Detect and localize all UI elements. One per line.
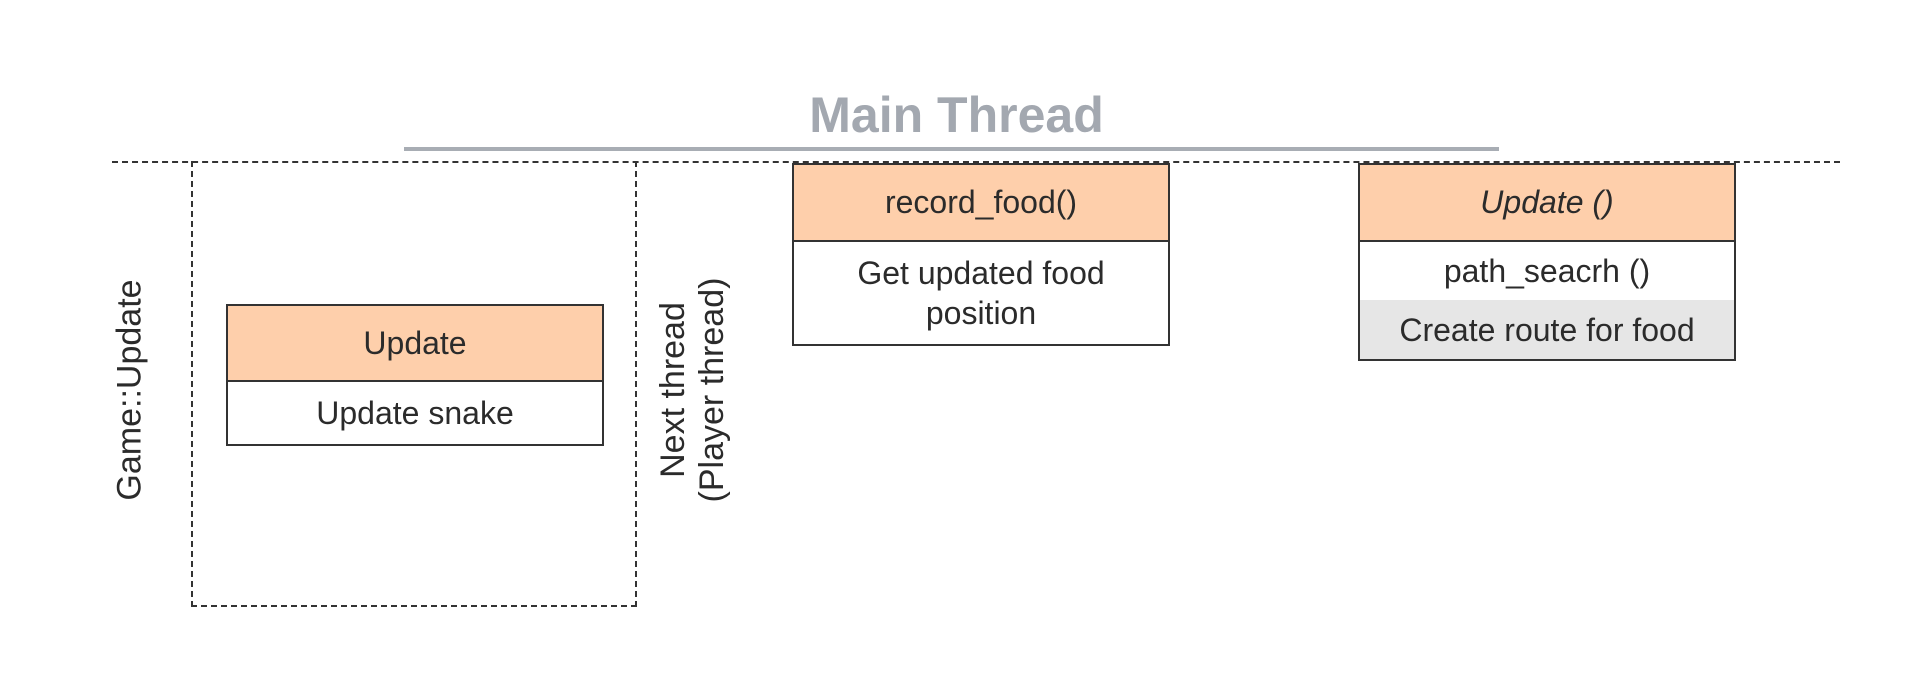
- update-card-row-update-snake: Update snake: [316, 395, 514, 431]
- game-update-lane-label: Game::Update: [111, 279, 150, 500]
- next-thread-label-line1: Next thread: [654, 302, 692, 478]
- record-food-card-header: record_food(): [794, 165, 1168, 242]
- update-path-card-row-create-route: Create route for food: [1360, 300, 1734, 359]
- record-food-card-row-position: Get updated food position: [857, 255, 1105, 331]
- update-path-card-row-path-search: path_seacrh (): [1443, 253, 1651, 289]
- update-path-card: Update () path_seacrh () Create route fo…: [1358, 163, 1736, 361]
- game-update-label-text: Game::Update: [110, 279, 149, 501]
- update-card-header: Update: [228, 306, 602, 382]
- game-update-lane-box: [191, 161, 637, 607]
- lane-top-divider: [112, 161, 1840, 163]
- update-card: Update Update snake: [226, 304, 604, 446]
- main-thread-title: Main Thread: [809, 87, 1104, 143]
- update-path-card-header: Update (): [1360, 165, 1734, 242]
- record-food-card: record_food() Get updated food position: [792, 163, 1170, 346]
- title-underline: [404, 147, 1499, 151]
- next-thread-lane-label: Next thread (Player thread): [654, 278, 732, 503]
- next-thread-label-line2: (Player thread): [693, 277, 731, 503]
